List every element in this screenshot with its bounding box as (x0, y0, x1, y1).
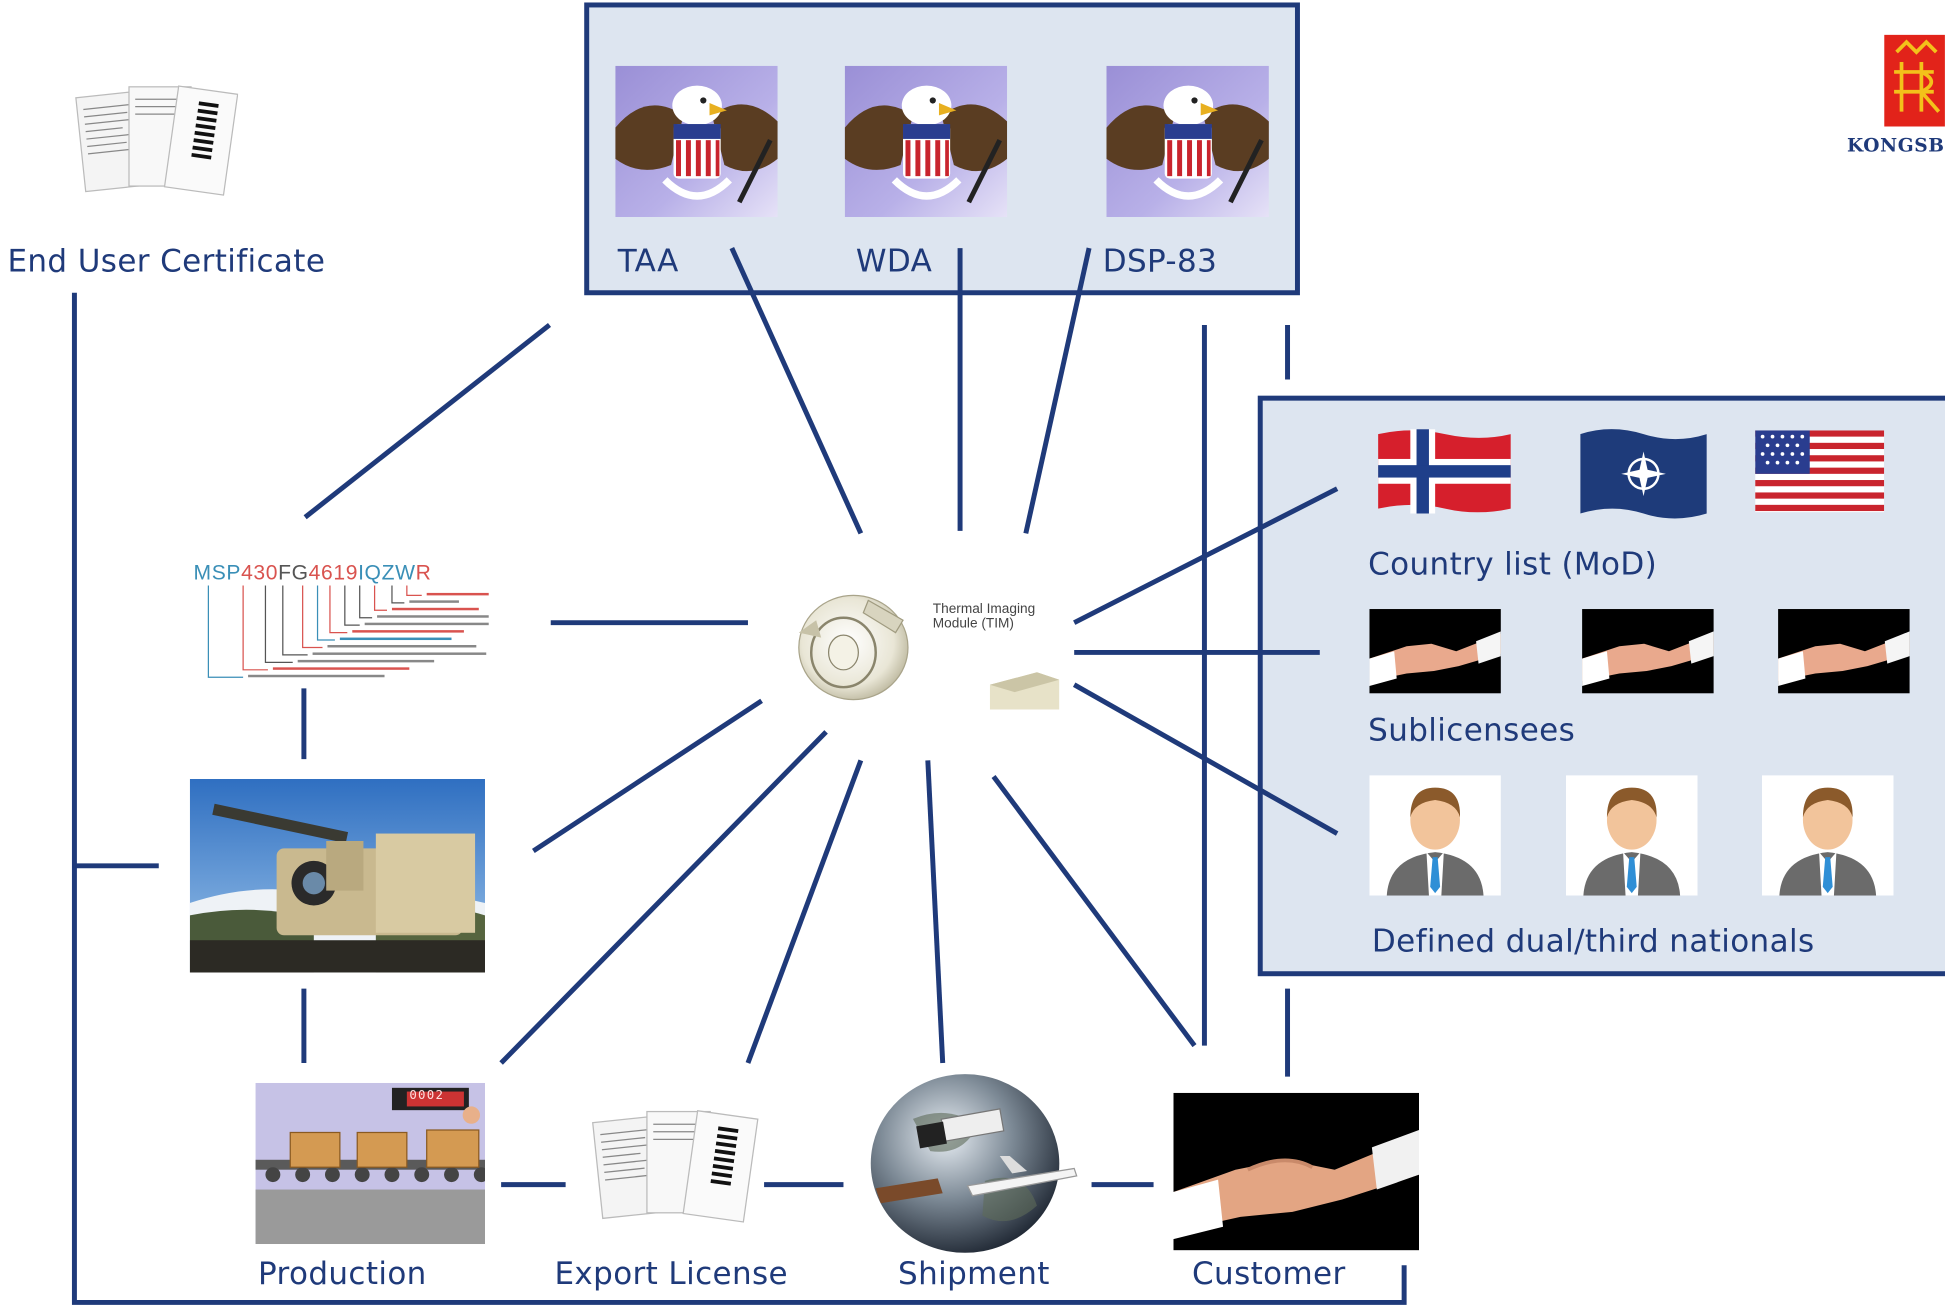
end-user-certificate-loop-line (71, 292, 1407, 1305)
kongsberg-logo-text: KONGSBE (1846, 133, 1945, 157)
end-user-certificate-document-icon (75, 85, 239, 196)
wda-seal-image (844, 65, 1008, 218)
production-counter: 0002 (409, 1089, 445, 1103)
part-number-segment: 430 (241, 560, 279, 585)
center-to-customer-line (991, 775, 1197, 1048)
weapon-station-photo (189, 778, 485, 973)
part-number-segment: IQZW (358, 560, 416, 585)
nato-flag-icon (1580, 429, 1707, 519)
part-number-segment: R (415, 560, 432, 585)
production-label: Production (258, 1255, 427, 1292)
dsp83-label: DSP-83 (1102, 243, 1218, 280)
production-illustration (255, 1082, 485, 1245)
shipment-label: Shipment (898, 1255, 1050, 1292)
sublicensee-handshake-icon (1369, 609, 1501, 694)
end-user-certificate-label: End User Certificate (7, 243, 326, 280)
sublicensee-handshake-icon (1582, 609, 1714, 694)
person-avatar-icon (1566, 775, 1698, 896)
country-list-label: Country list (MoD) (1368, 545, 1658, 582)
defined-nationals-label: Defined dual/third nationals (1371, 922, 1815, 959)
usa-flag-icon (1755, 430, 1885, 513)
sublicensees-label: Sublicensees (1368, 711, 1576, 748)
taa-label: TAA (617, 243, 679, 280)
center-to-country-list-line (1073, 486, 1339, 625)
center-to-shipment-line (925, 760, 946, 1064)
part-number-breakdown-diagram (207, 585, 489, 678)
dsp83-seal-image (1106, 65, 1269, 218)
top-panel-to-part-number-line (303, 323, 552, 520)
center-to-production-line (499, 730, 828, 1065)
export-license-document-icon (592, 1110, 759, 1223)
module-base-plate-image (989, 672, 1060, 710)
norway-flag-icon (1378, 429, 1511, 514)
center-to-weapon-line (532, 698, 763, 853)
center-to-nationals-line (1072, 682, 1339, 836)
dsp83-to-center-line (1023, 247, 1092, 534)
customer-handshake-photo (1173, 1092, 1420, 1251)
shipment-globe-image (870, 1074, 1078, 1253)
wda-label: WDA (855, 243, 933, 280)
part-number-code: MSP430FG4619IQZWR (194, 561, 432, 586)
part-number-segment: G (291, 560, 309, 585)
person-avatar-icon (1369, 775, 1501, 896)
kongsberg-logo-icon (1884, 34, 1945, 127)
part-number-segment: MSP (193, 560, 242, 585)
taa-seal-image (615, 65, 778, 218)
sublicensee-handshake-icon (1778, 609, 1910, 694)
export-license-label: Export License (554, 1255, 788, 1292)
thermal-imaging-module-image (798, 594, 909, 701)
part-number-segment: F (278, 560, 292, 585)
taa-to-center-line (729, 247, 864, 535)
customer-label: Customer (1192, 1255, 1346, 1292)
part-number-segment: 4619 (308, 560, 359, 585)
person-avatar-icon (1761, 775, 1894, 896)
thermal-imaging-module-caption: Thermal Imaging Module (TIM) (932, 601, 1036, 632)
center-to-export-line (745, 759, 864, 1064)
